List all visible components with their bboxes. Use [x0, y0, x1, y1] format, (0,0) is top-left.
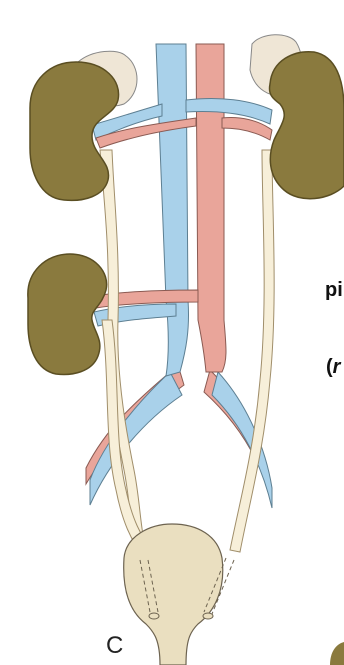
cropped-italic-letter: r [333, 356, 341, 378]
right-ureteric-orifice [203, 613, 213, 619]
left-ureteric-orifice [149, 613, 159, 619]
cropped-paren: ( [326, 356, 333, 378]
urinary-bladder [124, 524, 223, 665]
cropped-text-paren: (r [326, 356, 340, 379]
aorta [196, 44, 226, 372]
partial-adjacent-figure [330, 642, 344, 665]
right-kidney [269, 52, 344, 199]
panel-label: C [106, 632, 123, 660]
cropped-text-pi: pi [325, 279, 343, 302]
inferior-vena-cava [156, 44, 189, 376]
